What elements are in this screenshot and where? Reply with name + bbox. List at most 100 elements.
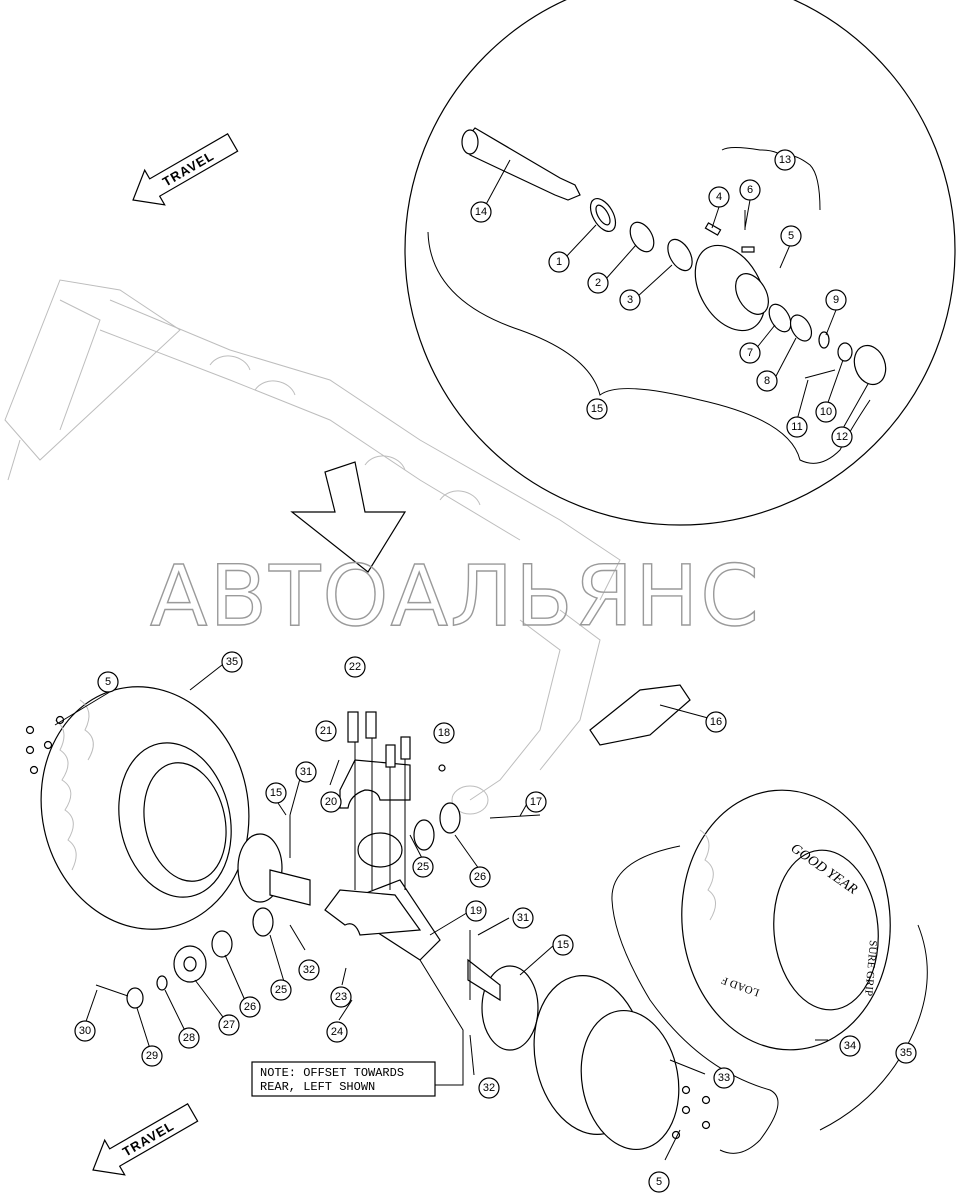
callout-25-right: 25: [412, 856, 434, 878]
svg-text:5: 5: [788, 230, 794, 242]
svg-text:12: 12: [836, 431, 848, 443]
note-line-2: REAR, LEFT SHOWN: [260, 1080, 375, 1094]
callout-27: 27: [218, 1014, 240, 1036]
svg-text:3: 3: [627, 294, 633, 306]
svg-text:20: 20: [325, 796, 337, 808]
svg-text:19: 19: [470, 905, 482, 917]
callout-25-left: 25: [270, 979, 292, 1001]
callout-28: 28: [178, 1027, 200, 1049]
right-hub-wheel-assembly: [467, 930, 711, 1151]
callout-15-right: 15: [552, 934, 574, 956]
svg-text:24: 24: [331, 1026, 343, 1038]
svg-text:25: 25: [417, 861, 429, 873]
svg-text:7: 7: [747, 347, 753, 359]
callout-24: 24: [326, 1021, 348, 1043]
svg-text:5: 5: [105, 676, 111, 688]
callout-23: 23: [330, 986, 352, 1008]
callout-1: 1: [548, 251, 570, 273]
callout-14: 14: [470, 201, 492, 223]
callout-15-detail: 15: [586, 398, 608, 420]
svg-text:14: 14: [475, 206, 487, 218]
svg-text:25: 25: [275, 984, 287, 996]
svg-text:31: 31: [517, 912, 529, 924]
callout-32-right: 32: [478, 1077, 500, 1099]
svg-text:28: 28: [183, 1032, 195, 1044]
svg-text:15: 15: [270, 787, 282, 799]
callout-2: 2: [587, 272, 609, 294]
callout-20: 20: [320, 791, 342, 813]
callout-29: 29: [141, 1045, 163, 1067]
callout-5-right: 5: [648, 1171, 670, 1193]
callout-18: 18: [433, 722, 455, 744]
callout-15-left: 15: [265, 782, 287, 804]
svg-text:29: 29: [146, 1050, 158, 1062]
callout-35-right: 35: [895, 1042, 917, 1064]
right-tire: GOOD YEAR SURE GRIP LOAD F: [611, 789, 928, 1154]
svg-text:27: 27: [223, 1019, 235, 1031]
detail-circle: [404, 0, 956, 526]
svg-text:13: 13: [779, 154, 791, 166]
svg-text:26: 26: [244, 1001, 256, 1013]
note-line-1: NOTE: OFFSET TOWARDS: [260, 1066, 404, 1080]
svg-text:16: 16: [710, 716, 722, 728]
svg-text:2: 2: [595, 277, 601, 289]
travel-arrow-bottom: TRAVEL: [92, 1103, 199, 1176]
left-hub-assembly: [95, 815, 311, 1009]
travel-arrow-top: TRAVEL: [132, 133, 239, 206]
callout-6: 6: [739, 179, 761, 201]
callout-12: 12: [831, 426, 853, 448]
callout-10: 10: [815, 401, 837, 423]
callout-5-detail: 5: [780, 225, 802, 247]
callout-34: 34: [839, 1035, 861, 1057]
callout-4: 4: [708, 186, 730, 208]
svg-text:22: 22: [349, 661, 361, 673]
svg-text:18: 18: [438, 727, 450, 739]
svg-text:32: 32: [303, 964, 315, 976]
svg-text:21: 21: [320, 725, 332, 737]
detail-pointer-arrow: [290, 461, 407, 573]
svg-text:33: 33: [718, 1072, 730, 1084]
callout-26-left: 26: [239, 996, 261, 1018]
svg-text:8: 8: [764, 375, 770, 387]
note-box: NOTE: OFFSET TOWARDS REAR, LEFT SHOWN: [251, 959, 464, 1097]
callout-31-left: 31: [295, 761, 317, 783]
callout-11: 11: [786, 416, 808, 438]
svg-text:1: 1: [556, 256, 562, 268]
callout-3: 3: [619, 289, 641, 311]
svg-text:34: 34: [844, 1040, 856, 1052]
callout-21: 21: [315, 720, 337, 742]
axle-clamp-assembly: [324, 684, 691, 961]
callout-17: 17: [525, 791, 547, 813]
svg-text:15: 15: [591, 403, 603, 415]
svg-text:17: 17: [530, 796, 542, 808]
callout-35-left: 35: [221, 651, 243, 673]
svg-text:26: 26: [474, 871, 486, 883]
svg-text:35: 35: [226, 656, 238, 668]
callout-8: 8: [756, 370, 778, 392]
callout-22: 22: [344, 656, 366, 678]
callout-13: 13: [774, 149, 796, 171]
svg-text:31: 31: [300, 766, 312, 778]
callout-26-right: 26: [469, 866, 491, 888]
tire-size: SURE GRIP: [862, 940, 879, 997]
frame-background: [4, 279, 621, 815]
watermark: АВТОАЛЬЯНС: [150, 547, 761, 645]
left-tire: [25, 686, 250, 930]
callout-5-left: 5: [97, 671, 119, 693]
svg-text:35: 35: [900, 1047, 912, 1059]
svg-text:5: 5: [656, 1176, 662, 1188]
svg-text:23: 23: [335, 991, 347, 1003]
callout-9: 9: [825, 289, 847, 311]
svg-text:10: 10: [820, 406, 832, 418]
svg-text:11: 11: [791, 421, 802, 433]
svg-text:15: 15: [557, 939, 569, 951]
callout-32-left: 32: [298, 959, 320, 981]
callout-7: 7: [739, 342, 761, 364]
svg-text:9: 9: [833, 294, 839, 306]
callout-30: 30: [74, 1020, 96, 1042]
svg-text:4: 4: [716, 191, 722, 203]
svg-text:30: 30: [79, 1025, 91, 1037]
callout-19: 19: [465, 900, 487, 922]
svg-text:32: 32: [483, 1082, 495, 1094]
